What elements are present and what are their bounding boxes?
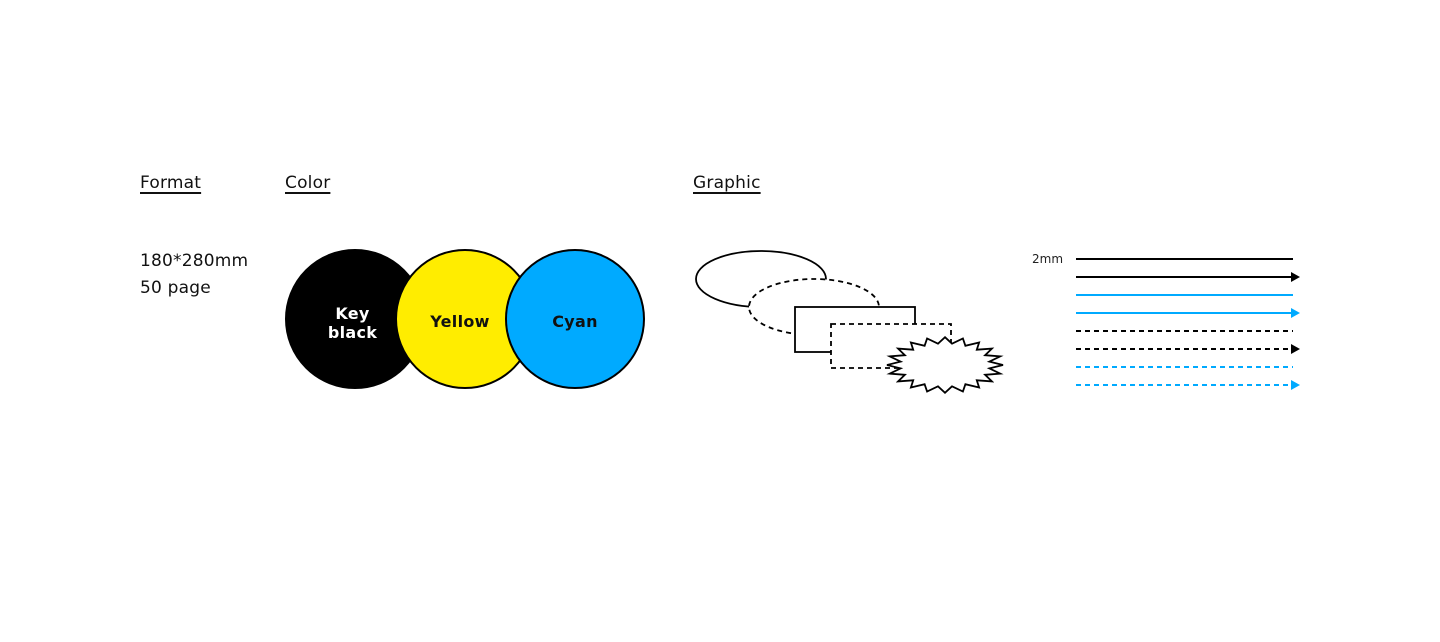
swatch-key-black-label-line1: Key — [335, 304, 370, 323]
starburst-shape — [886, 335, 1004, 395]
arrowhead-icon — [1291, 272, 1300, 282]
swatch-cyan-label: Cyan — [552, 312, 598, 331]
stroke-width-label: 2mm — [1032, 252, 1064, 266]
arrowhead-icon — [1291, 344, 1300, 354]
arrowhead-icon — [1291, 380, 1300, 390]
arrowhead-icon — [1291, 308, 1300, 318]
color-heading: Color — [285, 173, 331, 193]
swatch-yellow-label: Yellow — [430, 312, 490, 331]
format-pages: 50 page — [140, 278, 211, 298]
format-heading: Format — [140, 173, 202, 193]
swatch-key-black-label-line2: black — [327, 323, 378, 342]
swatch-cyan — [505, 249, 645, 389]
graphic-heading: Graphic — [693, 173, 761, 193]
format-size: 180*280mm — [140, 251, 249, 271]
swatch-key-black-label: Key black — [305, 304, 400, 342]
